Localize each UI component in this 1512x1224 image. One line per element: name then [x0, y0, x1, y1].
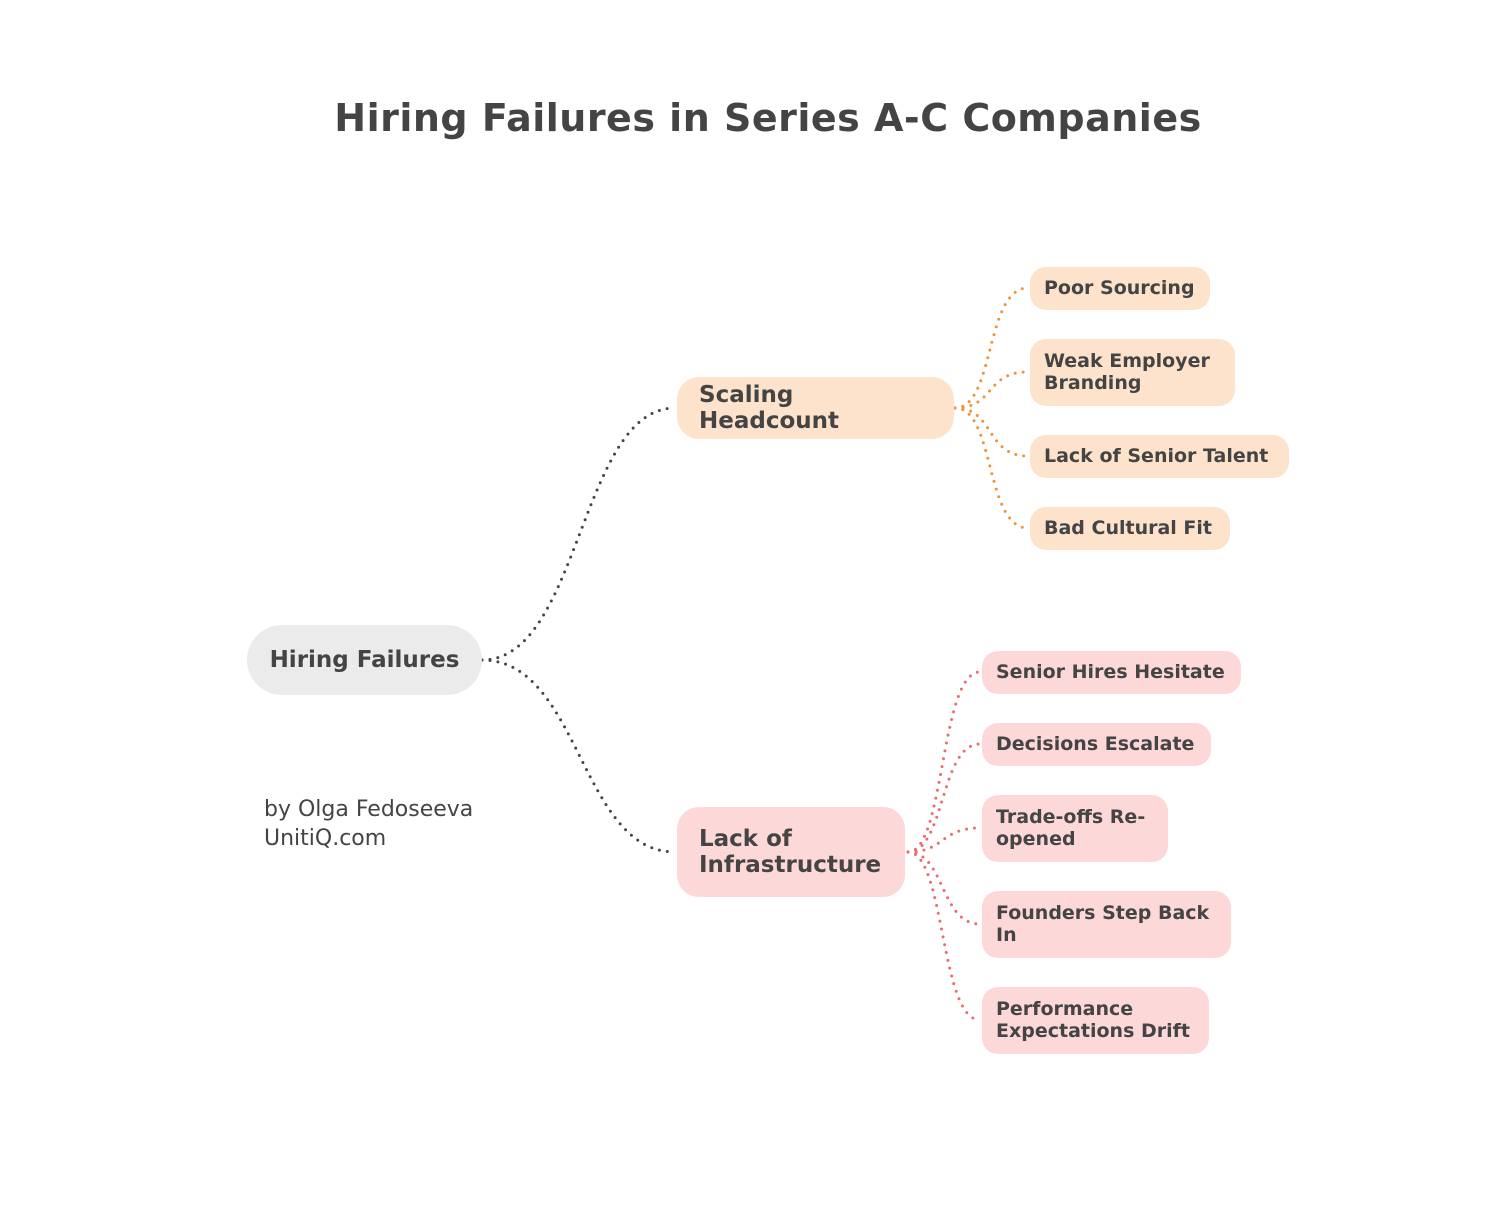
connector-infra-founders: [906, 850, 982, 926]
leaf-node-label: Lack of Senior Talent: [1044, 444, 1269, 467]
branch-node-label: Lack of Infrastructure: [699, 825, 882, 878]
leaf-node-weak-employer-branding[interactable]: Weak Employer Branding: [1030, 339, 1235, 406]
leaf-node-lack-of-senior-talent[interactable]: Lack of Senior Talent: [1030, 435, 1289, 478]
leaf-node-label: Decisions Escalate: [996, 732, 1195, 755]
connector-scaling-cultural-fit: [953, 406, 1030, 530]
leaf-node-label: Weak Employer Branding: [1044, 349, 1210, 394]
leaf-node-label: Founders Step Back In: [996, 901, 1210, 946]
author-website: UnitiQ.com: [264, 826, 387, 851]
connector-root-infrastructure: [480, 658, 677, 854]
leaf-node-label: Senior Hires Hesitate: [996, 660, 1225, 683]
branch-node-label: Scaling Headcount: [699, 381, 840, 434]
connector-root-scaling: [480, 406, 677, 662]
root-node-label: Hiring Failures: [269, 646, 460, 673]
connector-infra-performance: [906, 850, 982, 1022]
branch-node-lack-of-infrastructure[interactable]: Lack of Infrastructure: [677, 807, 905, 897]
leaf-node-label: Trade-offs Re-opened: [996, 805, 1146, 850]
connector-scaling-employer-branding: [953, 370, 1030, 410]
diagram-title: Hiring Failures in Series A-C Companies: [334, 96, 1202, 140]
connector-infra-senior-hires: [906, 670, 982, 854]
connector-scaling-senior-talent: [953, 406, 1030, 458]
leaf-node-poor-sourcing[interactable]: Poor Sourcing: [1030, 267, 1210, 310]
leaf-node-trade-offs-reopened[interactable]: Trade-offs Re-opened: [982, 795, 1168, 862]
root-node[interactable]: Hiring Failures: [247, 625, 482, 695]
connector-infra-decisions: [906, 742, 982, 854]
author-credit: by Olga Fedoseeva UnitiQ.com: [264, 795, 473, 853]
connector-infra-trade-offs: [906, 826, 982, 854]
leaf-node-bad-cultural-fit[interactable]: Bad Cultural Fit: [1030, 507, 1230, 550]
leaf-node-performance-expectations-drift[interactable]: Performance Expectations Drift: [982, 987, 1209, 1054]
leaf-node-senior-hires-hesitate[interactable]: Senior Hires Hesitate: [982, 651, 1241, 694]
leaf-node-founders-step-back-in[interactable]: Founders Step Back In: [982, 891, 1231, 958]
connector-scaling-poor-sourcing: [953, 286, 1030, 410]
leaf-node-label: Performance Expectations Drift: [996, 997, 1190, 1042]
leaf-node-decisions-escalate[interactable]: Decisions Escalate: [982, 723, 1211, 766]
leaf-node-label: Poor Sourcing: [1044, 276, 1195, 299]
leaf-node-label: Bad Cultural Fit: [1044, 516, 1213, 539]
author-name: by Olga Fedoseeva: [264, 797, 474, 822]
branch-node-scaling-headcount[interactable]: Scaling Headcount: [677, 377, 954, 439]
